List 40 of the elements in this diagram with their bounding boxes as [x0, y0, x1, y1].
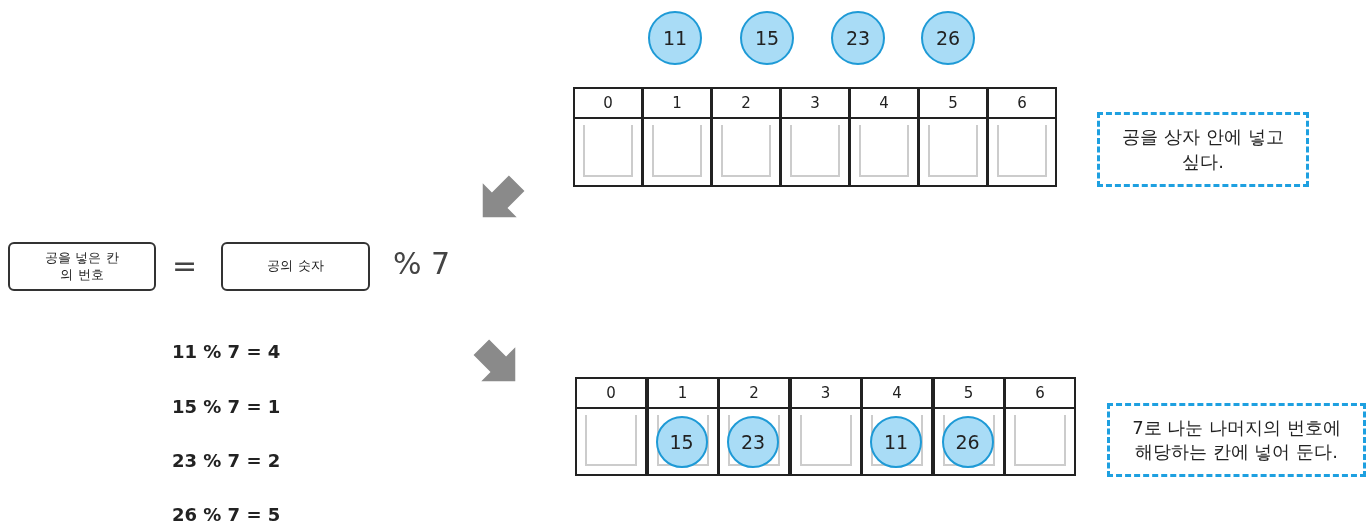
ball-circle: 11 [648, 11, 702, 65]
slot-number: 4 [863, 379, 931, 409]
array-slot [1004, 377, 1076, 476]
slot-number: 6 [989, 89, 1055, 119]
slot-number: 0 [577, 379, 645, 409]
array-slot [780, 87, 850, 187]
slot-number: 1 [648, 379, 717, 409]
formula-operator: % 7 [393, 246, 451, 281]
ball-circle: 11 [870, 416, 922, 468]
slot-number: 6 [1006, 379, 1074, 409]
array-slot [861, 377, 933, 476]
equation-text: 15 % 7 = 1 [172, 396, 281, 417]
array-slot [573, 87, 643, 187]
equation-text: 23 % 7 = 2 [172, 450, 281, 471]
array-slot [646, 377, 719, 476]
ball-circle: 26 [941, 416, 994, 468]
ball-circle: 23 [831, 11, 885, 65]
note-box: 7로 나눈 나머지의 번호에 해당하는 칸에 넣어 둔다. [1107, 403, 1366, 477]
formula-box: 공의 숫자 [221, 242, 370, 291]
note-box: 공을 상자 안에 넣고 싶다. [1097, 112, 1309, 187]
array-slot [918, 87, 988, 187]
array-slot [711, 87, 781, 187]
array-slot [575, 377, 647, 476]
ball-circle: 26 [921, 11, 975, 65]
ball-circle: 15 [740, 11, 794, 65]
array-slot [987, 87, 1057, 187]
ball-circle: 23 [727, 416, 779, 468]
array-slot [642, 87, 712, 187]
formula-box: 공을 넣은 칸의 번호 [8, 242, 156, 291]
formula-operator: = [172, 248, 198, 283]
array-slot [789, 377, 862, 476]
slot-number: 5 [934, 379, 1003, 409]
ball-circle: 15 [655, 416, 708, 468]
equation-text: 11 % 7 = 4 [172, 341, 281, 362]
slot-number: 2 [720, 379, 788, 409]
array-slot [718, 377, 790, 476]
equation-text: 26 % 7 = 5 [172, 504, 281, 525]
slot-number: 3 [791, 379, 860, 409]
array-slot [849, 87, 919, 187]
array-slot [932, 377, 1005, 476]
